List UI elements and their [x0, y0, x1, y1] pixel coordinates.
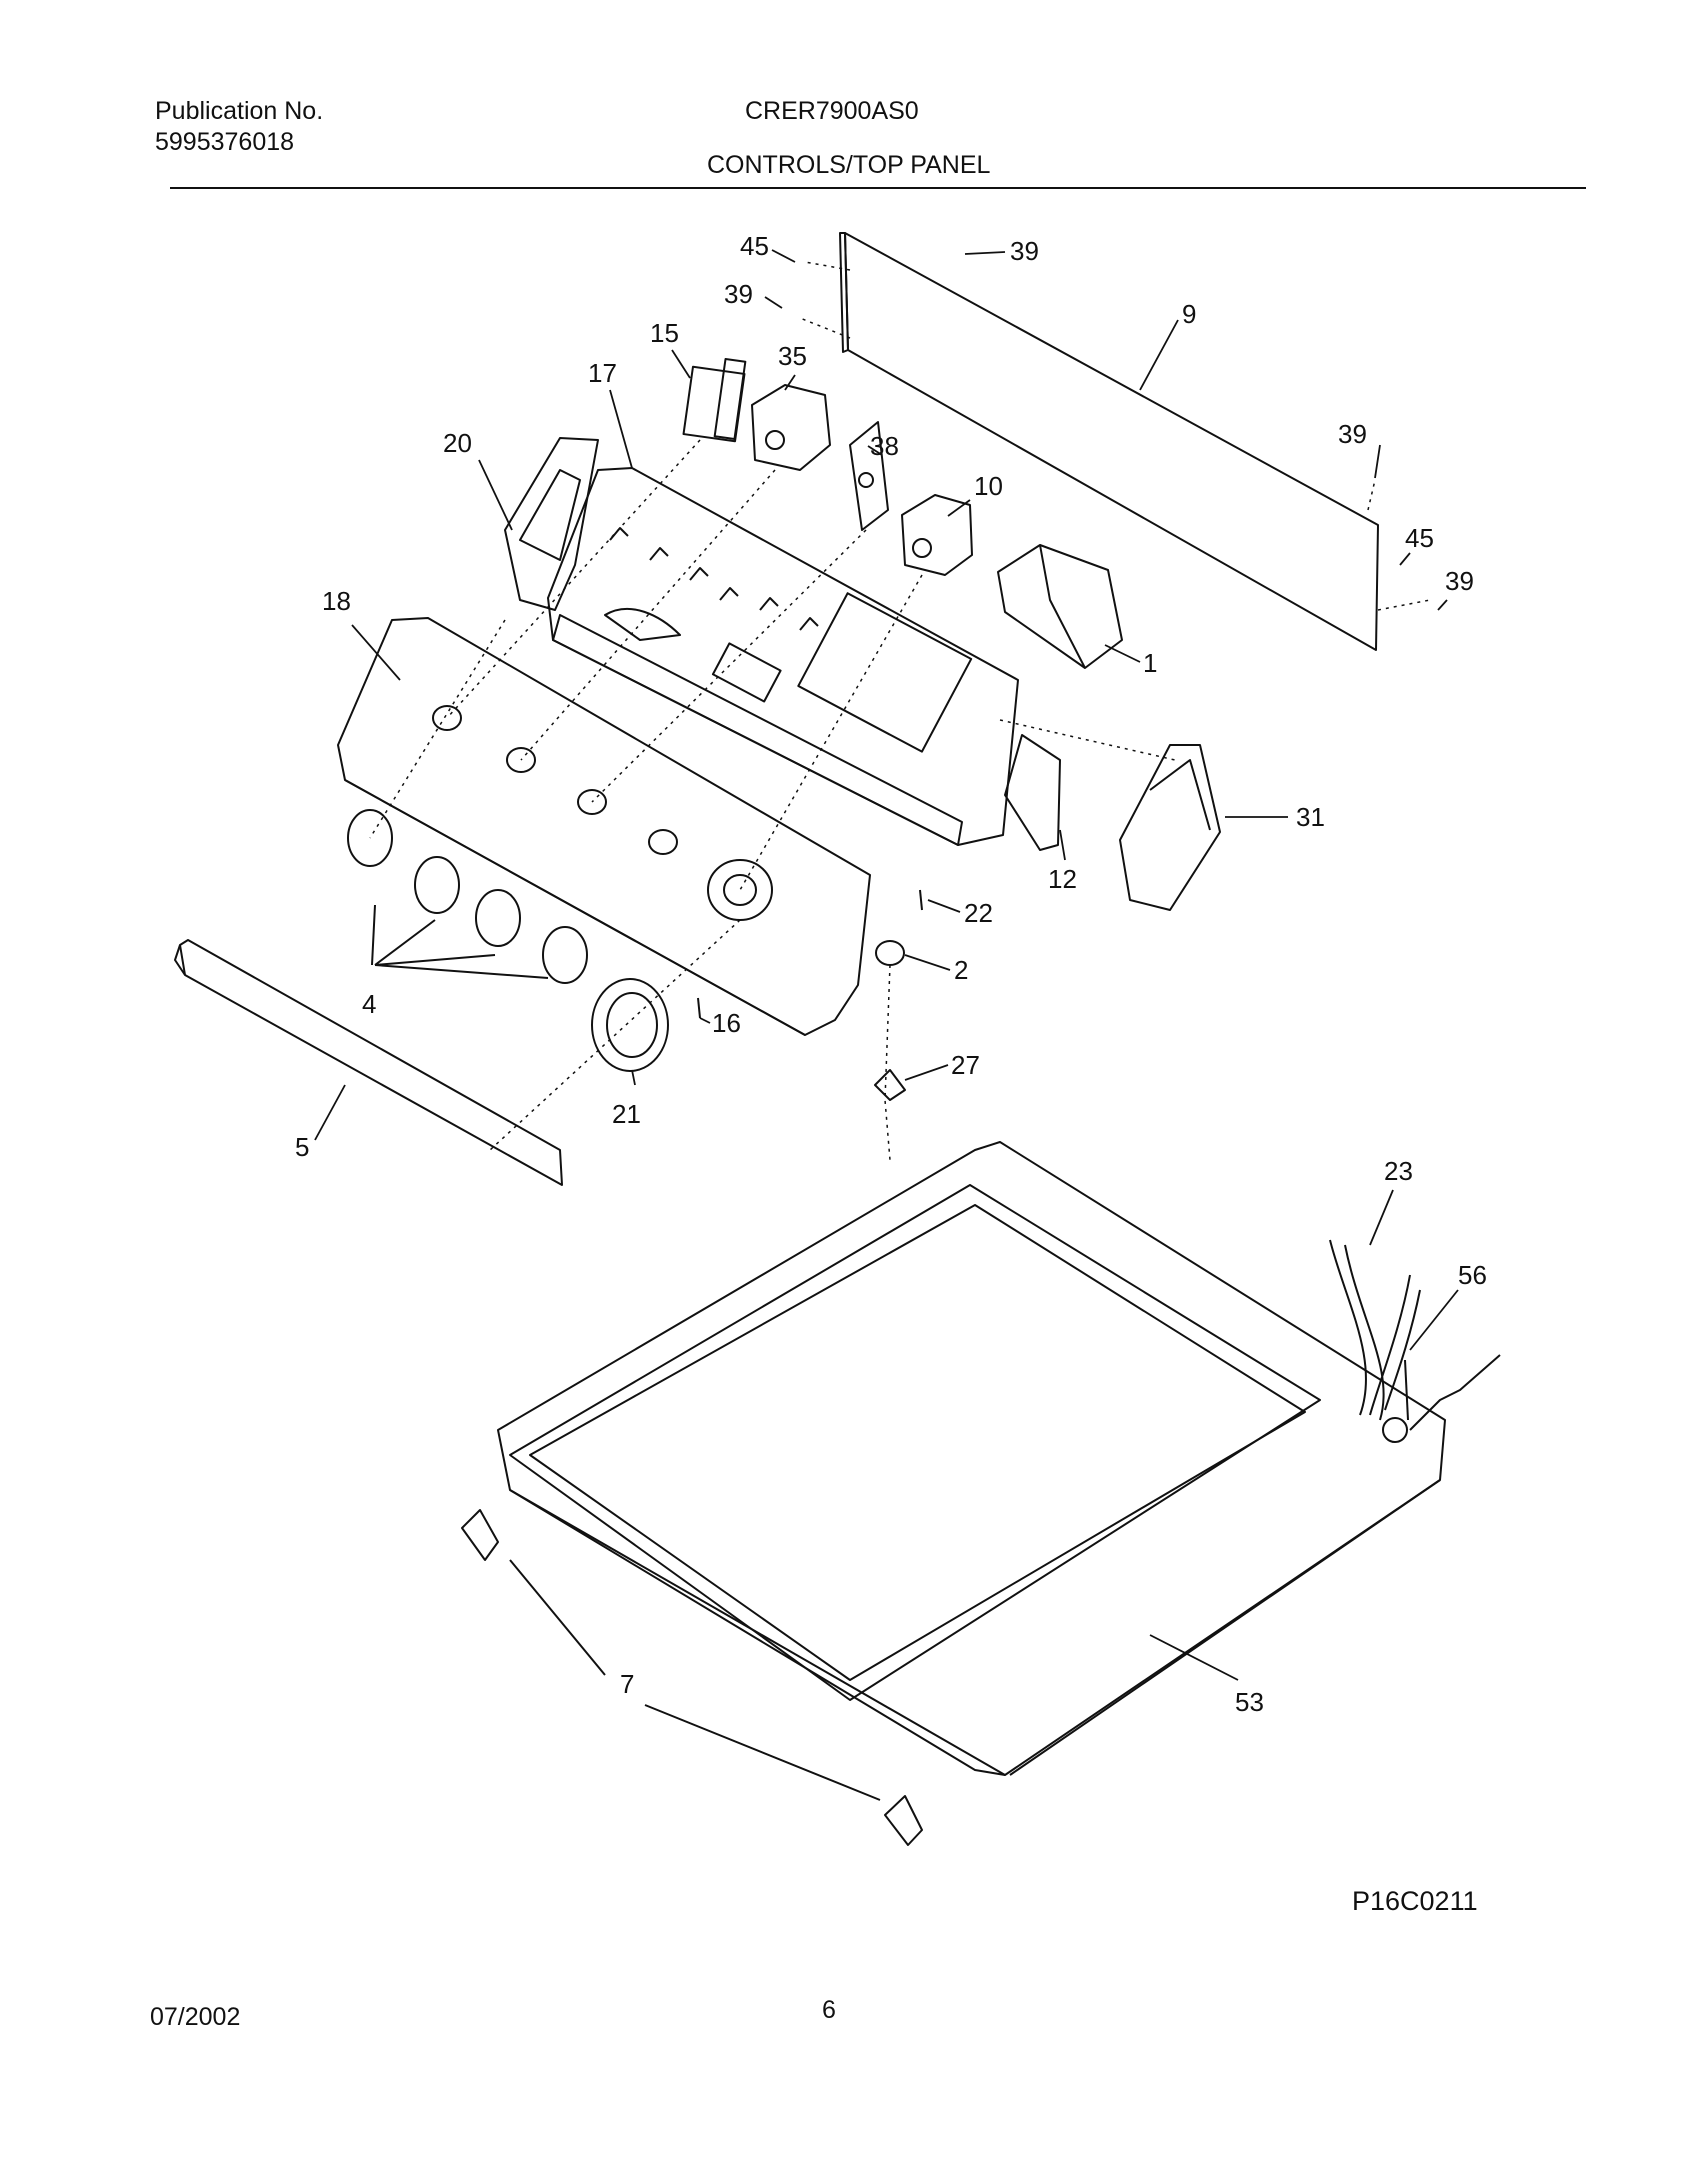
callout-35: 35	[778, 341, 807, 371]
lamp-part-2	[875, 940, 905, 966]
screw-part-22	[919, 889, 923, 911]
callout-15: 15	[650, 318, 679, 348]
switch-part-35	[751, 384, 831, 471]
knobs-part-4	[347, 809, 588, 984]
selector-knob-part-21	[591, 978, 669, 1072]
bracket-part-38	[849, 421, 889, 531]
left-end-cap-part-20	[504, 437, 599, 611]
callout-39: 39	[1445, 566, 1474, 596]
callout-23: 23	[1384, 1156, 1413, 1186]
callout-4: 4	[362, 989, 376, 1019]
callout-22: 22	[964, 898, 993, 928]
trim-strip-part-5	[174, 939, 563, 1186]
callout-20: 20	[443, 428, 472, 458]
callout-53: 53	[1235, 1687, 1264, 1717]
console-panel-part-18	[337, 617, 871, 1036]
callout-17: 17	[588, 358, 617, 388]
control-console-part-17	[547, 467, 1019, 846]
model-number: CRER7900AS0	[745, 97, 919, 125]
callout-1: 1	[1143, 648, 1157, 678]
switch-part-10	[901, 494, 973, 576]
callout-18: 18	[322, 586, 351, 616]
callout-7: 7	[620, 1669, 634, 1699]
callout-10: 10	[974, 471, 1003, 501]
callout-38: 38	[870, 431, 899, 461]
callout-2: 2	[954, 955, 968, 985]
publication-label: Publication No.	[155, 97, 324, 125]
back-panel-part-9	[839, 232, 1379, 651]
bracket-part-12	[1004, 734, 1061, 851]
control-board-part-1	[997, 544, 1123, 669]
callout-45: 45	[740, 231, 769, 261]
callout-21: 21	[612, 1099, 641, 1129]
screw-part-16	[697, 997, 701, 1019]
page-number: 6	[822, 1996, 836, 2024]
callout-5: 5	[295, 1132, 309, 1162]
callout-16: 16	[712, 1008, 741, 1038]
callout-12: 12	[1048, 864, 1077, 894]
timer-part-15	[682, 357, 747, 443]
callout-39: 39	[1338, 419, 1367, 449]
callout-45: 45	[1405, 523, 1434, 553]
section-title: CONTROLS/TOP PANEL	[707, 151, 991, 179]
callout-27: 27	[951, 1050, 980, 1080]
clip-part-27	[874, 1069, 906, 1101]
callout-39: 39	[724, 279, 753, 309]
callout-31: 31	[1296, 802, 1325, 832]
right-end-cap-part-31	[1119, 744, 1221, 911]
drawing-id: P16C0211	[1352, 1886, 1478, 1916]
footer-date: 07/2002	[150, 2003, 241, 2031]
top-panel-part-53	[497, 1141, 1446, 1776]
header-rule	[170, 187, 1586, 189]
callout-9: 9	[1182, 299, 1196, 329]
callout-56: 56	[1458, 1260, 1487, 1290]
ground-screw-part-56	[1404, 1354, 1501, 1431]
hinges-part-7	[461, 1509, 923, 1846]
callout-labels: 45 39 39 9 39 45 39 15 35 17 20 38 10 1 …	[295, 231, 1487, 1717]
publication-number: 5995376018	[155, 128, 295, 156]
callout-39: 39	[1010, 236, 1039, 266]
wire-harness-part-23	[1329, 1239, 1421, 1421]
